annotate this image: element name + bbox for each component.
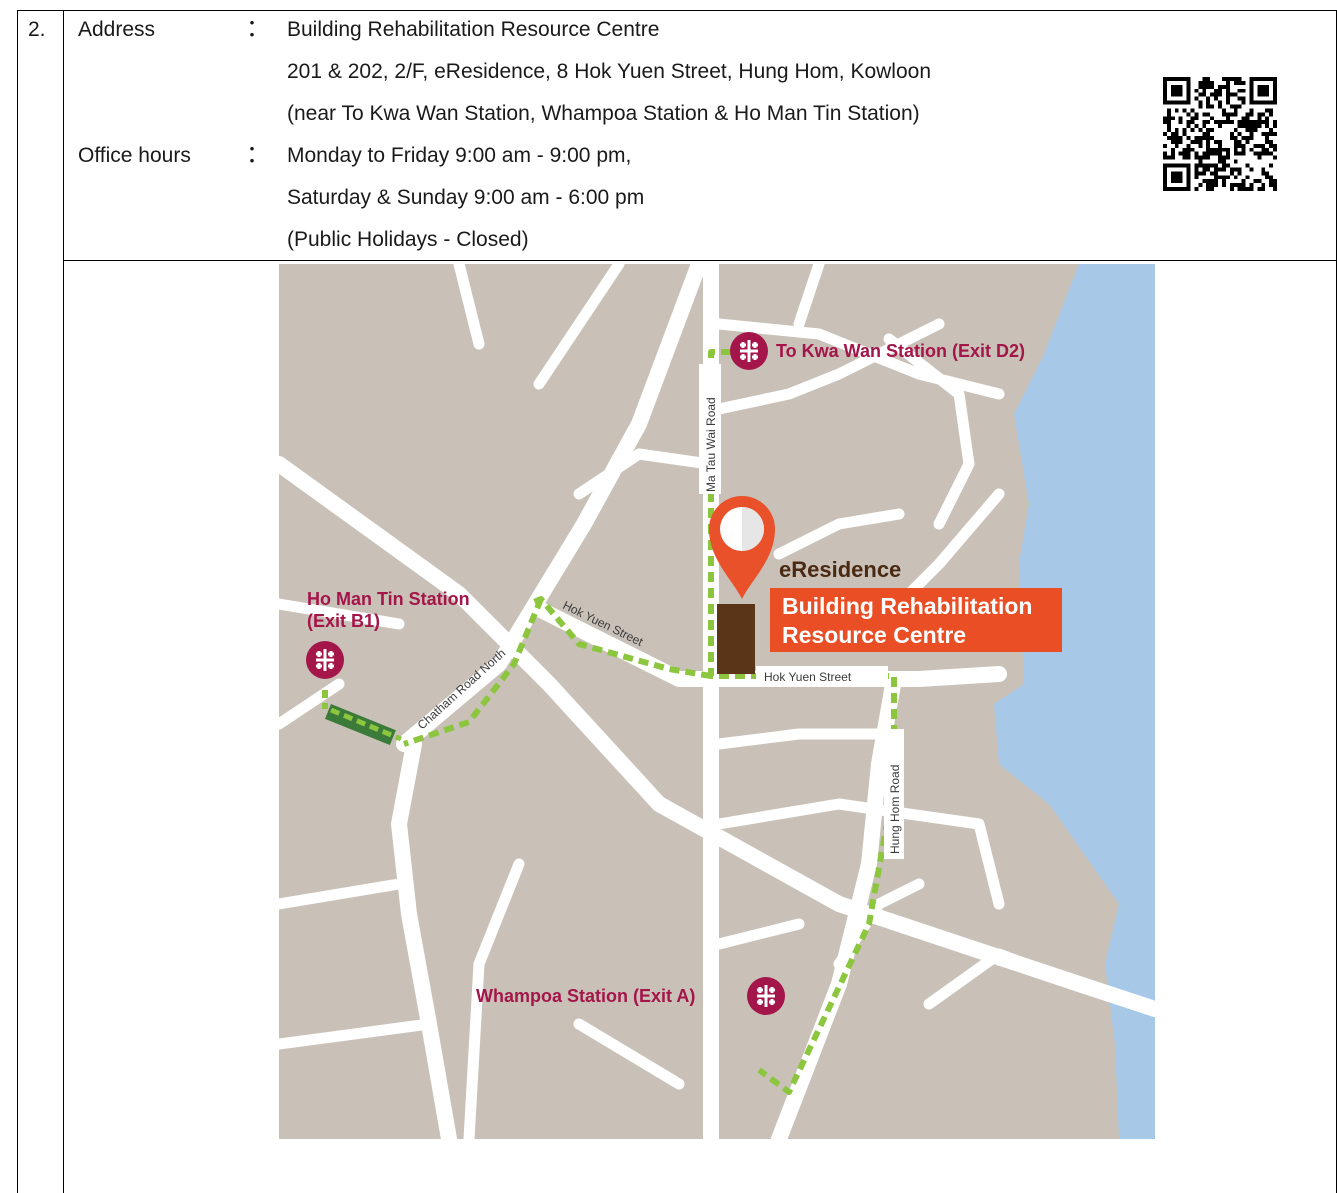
office-hours-colon: ： — [246, 141, 270, 168]
centre-label-box — [770, 588, 1062, 652]
address-line-2: 201 & 202, 2/F, eResidence, 8 Hok Yuen S… — [287, 60, 932, 83]
whampoa-station-label: Whampoa Station (Exit A) — [476, 986, 695, 1006]
row-divider — [63, 260, 1337, 261]
centre-label-line-2: Resource Centre — [782, 622, 966, 648]
location-pin-icon — [709, 496, 775, 599]
to-kwa-wan-station-label: To Kwa Wan Station (Exit D2) — [776, 341, 1025, 361]
ho-man-tin-exit-label: (Exit B1) — [307, 611, 380, 631]
table-top-border — [17, 10, 1337, 11]
address-colon: ： — [246, 15, 270, 42]
qr-code[interactable] — [1163, 76, 1277, 192]
mtr-station-ho-man-tin-icon — [306, 641, 344, 679]
hours-line-2: Saturday & Sunday 9:00 am - 6:00 pm — [287, 186, 645, 209]
location-map: Ma Tau Wai Road Hok Yuen Street Hok Yuen… — [279, 264, 1155, 1139]
eresidence-building — [717, 604, 755, 674]
hours-line-3: (Public Holidays - Closed) — [287, 228, 529, 251]
eresidence-label: eResidence — [779, 557, 901, 582]
ma-tau-wai-road-label: Ma Tau Wai Road — [704, 397, 718, 492]
hok-yuen-street-label-east: Hok Yuen Street — [764, 670, 852, 684]
covered-walkway-route — [330, 707, 402, 742]
harbour-water — [994, 264, 1155, 1139]
item-number: 2. — [28, 18, 46, 41]
ho-man-tin-station-label: Ho Man Tin Station — [307, 589, 470, 609]
office-hours-label: Office hours — [78, 144, 191, 167]
road-label-boxes — [699, 364, 904, 859]
number-column-divider — [63, 10, 64, 1193]
hung-hom-road-label: Hung Hom Road — [888, 765, 902, 854]
address-label: Address — [78, 18, 156, 41]
table-left-border — [17, 10, 18, 1193]
hours-line-1: Monday to Friday 9:00 am - 9:00 pm, — [287, 144, 632, 167]
address-line-1: Building Rehabilitation Resource Centre — [287, 18, 660, 41]
mtr-station-whampoa-icon — [747, 977, 785, 1015]
mtr-station-to-kwa-wan-icon — [730, 332, 768, 370]
address-line-3: (near To Kwa Wan Station, Whampoa Statio… — [287, 102, 920, 125]
centre-label-line-1: Building Rehabilitation — [782, 593, 1032, 619]
